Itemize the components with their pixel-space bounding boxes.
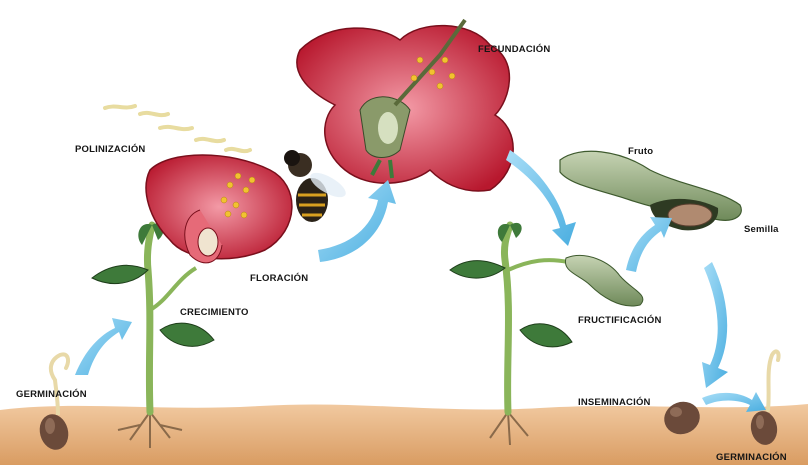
label-floracion: FLORACIÓN — [250, 273, 308, 284]
label-semilla: Semilla — [744, 224, 779, 235]
label-germinacion-right: GERMINACIÓN — [716, 452, 787, 463]
label-polinizacion: POLINIZACIÓN — [75, 144, 145, 155]
growing-plant — [92, 155, 292, 448]
fruit-pod — [560, 151, 741, 230]
arrow-fruiting-to-fruit — [626, 217, 672, 272]
label-fecundacion: FECUNDACIÓN — [478, 44, 550, 55]
arrow-germination-to-growth — [75, 318, 132, 375]
label-inseminacion: INSEMINACIÓN — [578, 397, 651, 408]
label-fruto: Fruto — [628, 146, 653, 157]
arrow-fruit-to-insemination — [702, 262, 728, 388]
label-fructificacion: FRUCTIFICACIÓN — [578, 315, 662, 326]
label-germinacion-left: GERMINACIÓN — [16, 389, 87, 400]
label-crecimiento: CRECIMIENTO — [180, 307, 249, 318]
